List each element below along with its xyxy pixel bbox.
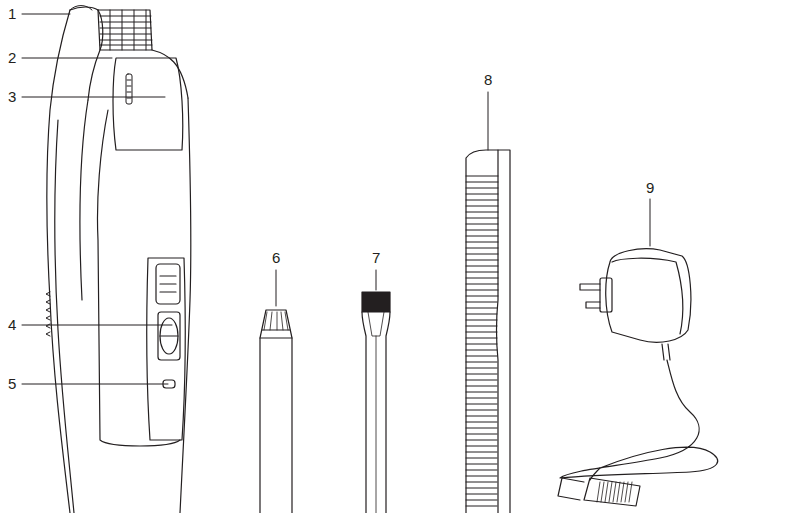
callout-number: 4: [7, 317, 17, 333]
clipper: [46, 6, 191, 513]
callout-number: 9: [645, 180, 655, 196]
nozzle-attachment: [260, 310, 292, 513]
leader-lines: [22, 14, 650, 384]
callout-number: 1: [7, 6, 17, 22]
callout-number: 6: [271, 250, 281, 266]
callout-number: 7: [371, 250, 381, 266]
callout-number: 3: [7, 89, 17, 105]
cleaning-brush: [362, 292, 390, 513]
callout-number: 5: [7, 376, 17, 392]
power-adapter: [558, 249, 718, 506]
callout-number: 2: [7, 50, 17, 66]
comb: [466, 150, 510, 513]
callout-number: 8: [483, 72, 493, 88]
